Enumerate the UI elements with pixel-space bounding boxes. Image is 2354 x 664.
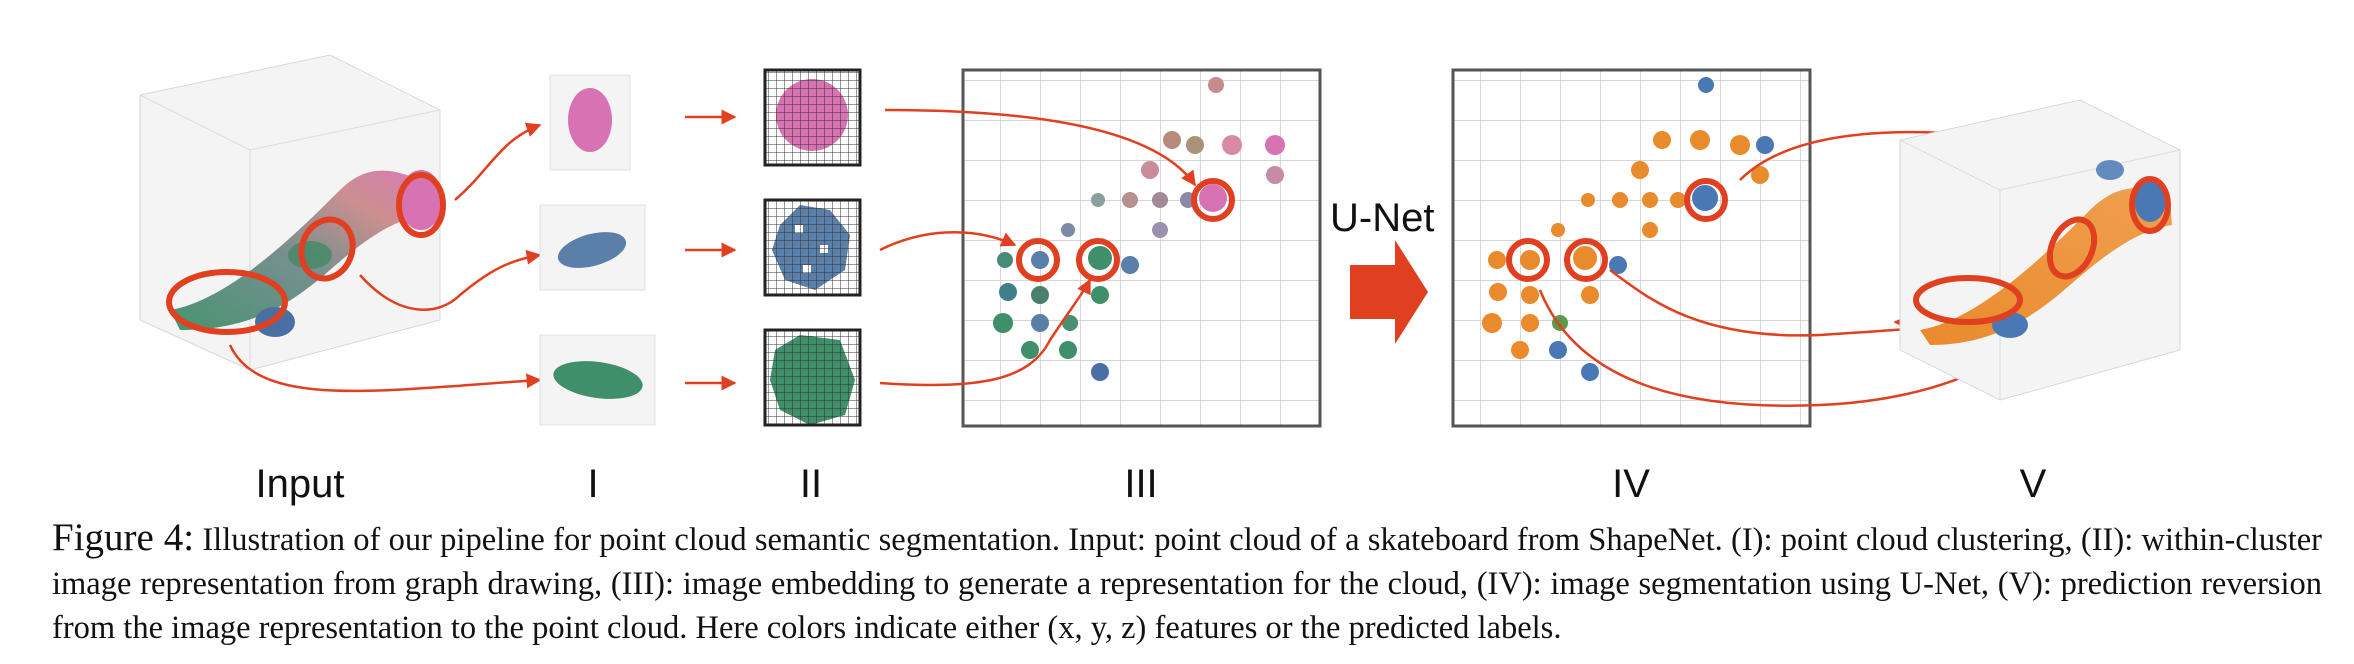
stage-label-v: V	[2019, 462, 2047, 506]
figure-caption: Figure 4: Illustration of our pipeline f…	[52, 516, 2322, 650]
input-point-cloud	[139, 54, 446, 371]
stage-iii-embedding	[961, 68, 1322, 428]
images-to-embedding-arrows	[879, 108, 1197, 387]
pipeline-figure	[139, 54, 2181, 428]
stage-label-i: I	[587, 462, 599, 506]
segmented-clusters	[1482, 77, 1774, 381]
stage-label-ii: II	[799, 462, 823, 506]
caption-text: Illustration of our pipeline for point c…	[52, 522, 2323, 646]
stage-label-input: Input	[255, 462, 345, 506]
unet-label: U-Net	[1330, 196, 1435, 240]
stage-ii-grid-images	[763, 68, 862, 427]
output-point-cloud	[1899, 99, 2181, 401]
caption-prefix: Figure 4:	[52, 516, 195, 559]
stage-label-iii: III	[1124, 462, 1158, 506]
unet-arrow	[1350, 240, 1428, 344]
input-to-clusters-arrows	[228, 122, 542, 393]
clusters-to-images-arrows	[685, 109, 737, 391]
stage-i-clusters	[539, 74, 656, 426]
embedding-clusters	[993, 77, 1285, 381]
stage-label-iv: IV	[1612, 462, 1650, 506]
stage-iv-segmentation	[1451, 68, 1812, 428]
